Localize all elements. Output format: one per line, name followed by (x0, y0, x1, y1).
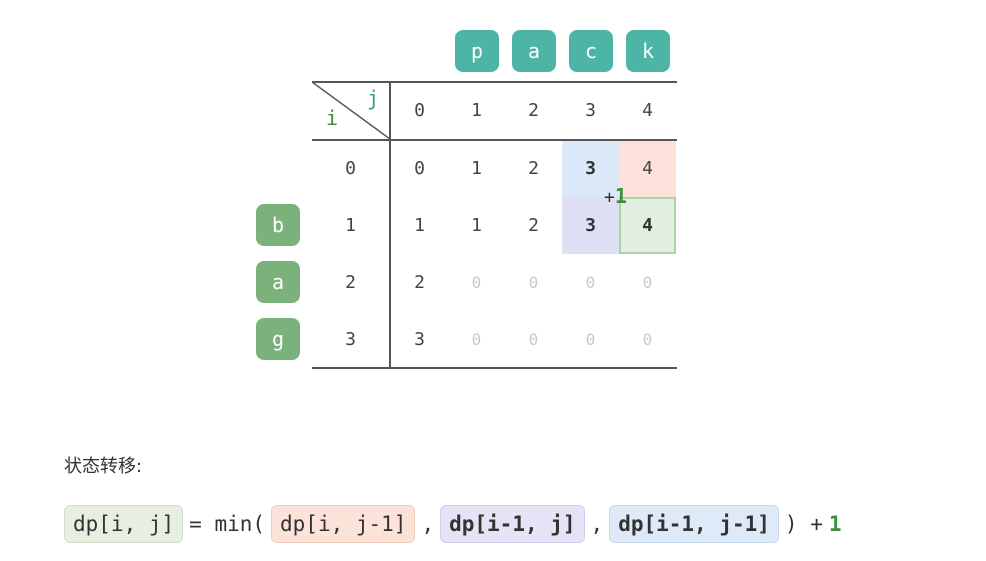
transition-formula: dp[i, j] = min( dp[i, j-1] , dp[i-1, j] … (64, 503, 842, 545)
top-letter-badge: p (455, 30, 499, 72)
table-header-rule (312, 139, 677, 141)
grid-cell: 2 (528, 158, 539, 179)
grid-cell: 0 (528, 330, 539, 349)
corner-label-j: j (367, 86, 380, 110)
grid-cell: 2 (528, 215, 539, 236)
row-header: 3 (345, 329, 356, 350)
col-header: 0 (414, 100, 425, 121)
grid-cell: 0 (471, 273, 482, 292)
side-letter-badge: a (256, 261, 300, 303)
formula-comma: , (421, 512, 435, 536)
grid-cell: 0 (585, 273, 596, 292)
formula-term-left: dp[i, j-1] (271, 505, 416, 543)
corner-label-i: i (326, 106, 339, 130)
top-letter-badge: c (569, 30, 613, 72)
row-header: 2 (345, 272, 356, 293)
plus-one-annotation: +1 (604, 184, 627, 208)
grid-cell-target: 4 (619, 197, 676, 254)
grid-cell-up-source: 4 (619, 140, 676, 197)
formula-close-plus: ) + (784, 512, 823, 536)
grid-cell: 0 (585, 330, 596, 349)
state-transition-caption: 状态转移: (64, 456, 143, 477)
grid-cell-diagonal-source: 3 (562, 140, 619, 197)
grid-cell: 0 (642, 330, 653, 349)
corner-diagonal (312, 82, 390, 139)
formula-lhs: dp[i, j] (64, 505, 184, 543)
grid-cell: 0 (642, 273, 653, 292)
grid-cell: 1 (414, 215, 425, 236)
table-top-rule (312, 81, 677, 83)
table-vertical-rule (389, 81, 391, 369)
col-header: 4 (642, 100, 653, 121)
grid-cell: 3 (414, 329, 425, 350)
plus-sign: + (604, 187, 615, 208)
formula-term-diagonal: dp[i-1, j-1] (609, 505, 779, 543)
grid-cell: 1 (471, 215, 482, 236)
grid-cell-left-source: 3 (562, 197, 619, 254)
side-letter-badge: b (256, 204, 300, 246)
formula-one: 1 (828, 512, 842, 536)
top-letter-badge: a (512, 30, 556, 72)
table-bottom-rule (312, 367, 677, 369)
grid-cell: 0 (471, 330, 482, 349)
col-header: 1 (471, 100, 482, 121)
side-letter-badge: g (256, 318, 300, 360)
plus-value: 1 (614, 184, 627, 208)
top-letter-badge: k (626, 30, 670, 72)
col-header: 3 (585, 100, 596, 121)
row-header: 0 (345, 158, 356, 179)
formula-comma: , (590, 512, 604, 536)
grid-cell: 0 (528, 273, 539, 292)
grid-cell: 0 (414, 158, 425, 179)
col-header: 2 (528, 100, 539, 121)
row-header: 1 (345, 215, 356, 236)
formula-term-up: dp[i-1, j] (440, 505, 585, 543)
grid-cell: 1 (471, 158, 482, 179)
grid-cell: 2 (414, 272, 425, 293)
formula-min-open: = min( (189, 512, 266, 536)
